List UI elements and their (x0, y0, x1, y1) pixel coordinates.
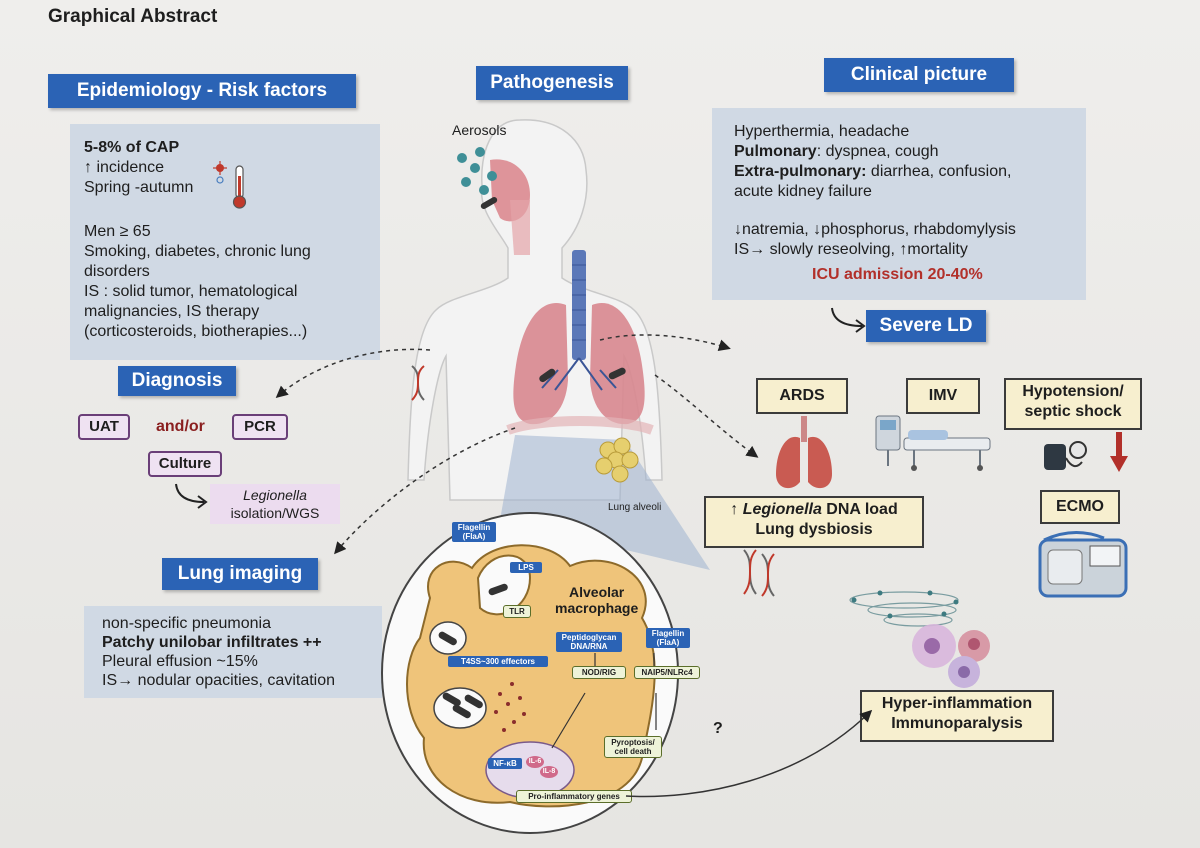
epidemiology-header: Epidemiology - Risk factors (48, 74, 356, 108)
is-text-1: IS : solid tumor, hematological (84, 283, 298, 300)
pulmonary-label: Pulmonary (734, 143, 817, 160)
isolation-wgs: isolation/WGS (230, 505, 320, 521)
clinical-line-6: IS→ slowly reseolving, ↑mortality (734, 241, 968, 258)
pyroptosis-label: Pyroptosis/ cell death (604, 736, 662, 758)
tlr-label: TLR (503, 605, 531, 618)
season-text: Spring -autumn (84, 179, 194, 196)
il8-label: IL-8 (540, 766, 558, 778)
page-title: Graphical Abstract (48, 6, 218, 27)
macrophage-label-2: macrophage (555, 600, 639, 616)
hyper-inflammation-box: Hyper-inflammation Immunoparalysis (860, 690, 1054, 742)
pcr-pill: PCR (232, 414, 288, 440)
lung-alveoli-label: Lung alveoli (608, 502, 662, 513)
dna-load-box: ↑ Legionella DNA load Lung dysbiosis (704, 496, 924, 548)
hyper-inflammation-line-2: Immunoparalysis (891, 715, 1023, 732)
dna-helix-icon-2 (743, 549, 775, 597)
ecmo-box: ECMO (1040, 490, 1120, 524)
isolation-box: Legionella isolation/WGS (210, 484, 340, 524)
dna-load-arrow: ↑ (730, 501, 743, 518)
is-text-2: malignancies, IS therapy (84, 303, 260, 320)
epidemiology-panel (70, 124, 380, 360)
dna-load-rest: DNA load (821, 501, 898, 518)
blood-pressure-icon (1044, 432, 1128, 472)
naip5-label: NAIP5/NLRc4 (634, 666, 700, 679)
dna-load-line-1: ↑ Legionella DNA load (706, 500, 922, 520)
imaging-line-1: non-specific pneumonia (102, 615, 271, 632)
icu-admission-text: ICU admission 20-40% (812, 266, 983, 283)
curved-arrow-icon-2 (831, 307, 866, 333)
clinical-line-5: ↓natremia, ↓phosphorus, rhabdomylysis (734, 221, 1016, 238)
flagellin-label-1: Flagellin (FlaA) (452, 522, 496, 542)
extrapulmonary-label: Extra-pulmonary: (734, 163, 867, 180)
thermometer-icon (213, 161, 247, 209)
immune-cells-illustration (849, 590, 990, 688)
imaging-line-2: Patchy unilobar infiltrates ++ (102, 634, 322, 651)
lungs-icon (776, 416, 832, 489)
pulmonary-text: : dyspnea, cough (816, 143, 939, 160)
clinical-line-3: Extra-pulmonary: diarrhea, confusion, (734, 162, 1016, 182)
lung-imaging-header: Lung imaging (162, 558, 318, 590)
imv-box: IMV (906, 378, 980, 414)
clinical-line-2: Pulmonary: dyspnea, cough (734, 142, 1016, 162)
clinical-text: Hyperthermia, headache Pulmonary: dyspne… (734, 122, 1016, 260)
question-mark: ? (713, 720, 723, 737)
clinical-line-1: Hyperthermia, headache (734, 123, 910, 140)
t4ss-label: T4SS~300 effectors (448, 656, 548, 667)
culture-pill: Culture (148, 451, 222, 477)
clinical-header: Clinical picture (824, 58, 1014, 92)
men-text: Men ≥ 65 (84, 223, 151, 240)
curved-arrow-icon (175, 483, 208, 509)
isolation-legionella: Legionella (243, 487, 307, 503)
hypotension-line-2: septic shock (1024, 403, 1122, 420)
ards-box: ARDS (756, 378, 848, 414)
peptidoglycan-label: Peptidoglycan DNA/RNA (556, 632, 622, 652)
hypotension-line-1: Hypotension/ (1022, 383, 1124, 400)
dna-helix-icon (411, 365, 425, 401)
dna-load-line-2: Lung dysbiosis (755, 521, 873, 538)
risk-text-1: Smoking, diabetes, chronic lung (84, 243, 311, 260)
severe-ld-header: Severe LD (866, 310, 986, 342)
uat-pill: UAT (78, 414, 130, 440)
aerosols-label: Aerosols (452, 122, 507, 138)
incidence-text: ↑ incidence (84, 159, 165, 176)
diagnosis-header: Diagnosis (118, 366, 236, 396)
lps-label: LPS (510, 562, 542, 573)
cap-text: 5-8% of CAP (84, 139, 180, 156)
nfkb-label: NF-κB (488, 758, 522, 769)
epidemiology-text: 5-8% of CAP ↑ incidence Spring -autumn M… (84, 138, 311, 342)
lung-imaging-text: non-specific pneumonia Patchy unilobar i… (102, 614, 335, 690)
nod-rig-label: NOD/RIG (572, 666, 626, 679)
risk-text-2: disorders (84, 263, 150, 280)
hyper-inflammation-line-1: Hyper-inflammation (881, 695, 1033, 712)
flagellin-label-2: Flagellin (FlaA) (646, 628, 690, 648)
lung-imaging-panel (84, 606, 382, 698)
extrapulmonary-text: diarrhea, confusion, (866, 163, 1012, 180)
pro-inflammatory-label: Pro-inflammatory genes (516, 790, 632, 803)
macrophage-label-1: Alveolar (569, 584, 625, 600)
clinical-panel (712, 108, 1086, 300)
pathogenesis-header: Pathogenesis (476, 66, 628, 100)
clinical-line-4: acute kidney failure (734, 183, 872, 200)
and-or-text: and/or (156, 418, 205, 435)
imaging-line-4: IS→ nodular opacities, cavitation (102, 672, 336, 689)
pathogenesis-illustration (407, 119, 710, 570)
hypotension-box: Hypotension/ septic shock (1004, 378, 1142, 430)
is-text-3: (corticosteroids, biotherapies...) (84, 323, 308, 340)
macrophage-label: Alveolar macrophage (555, 584, 638, 616)
imaging-line-3: Pleural effusion ~15% (102, 653, 258, 670)
ventilator-bed-icon (875, 415, 991, 471)
ecmo-machine-icon (1038, 531, 1128, 598)
dna-load-legionella: Legionella (742, 501, 822, 518)
il6-label: IL-6 (526, 756, 544, 768)
